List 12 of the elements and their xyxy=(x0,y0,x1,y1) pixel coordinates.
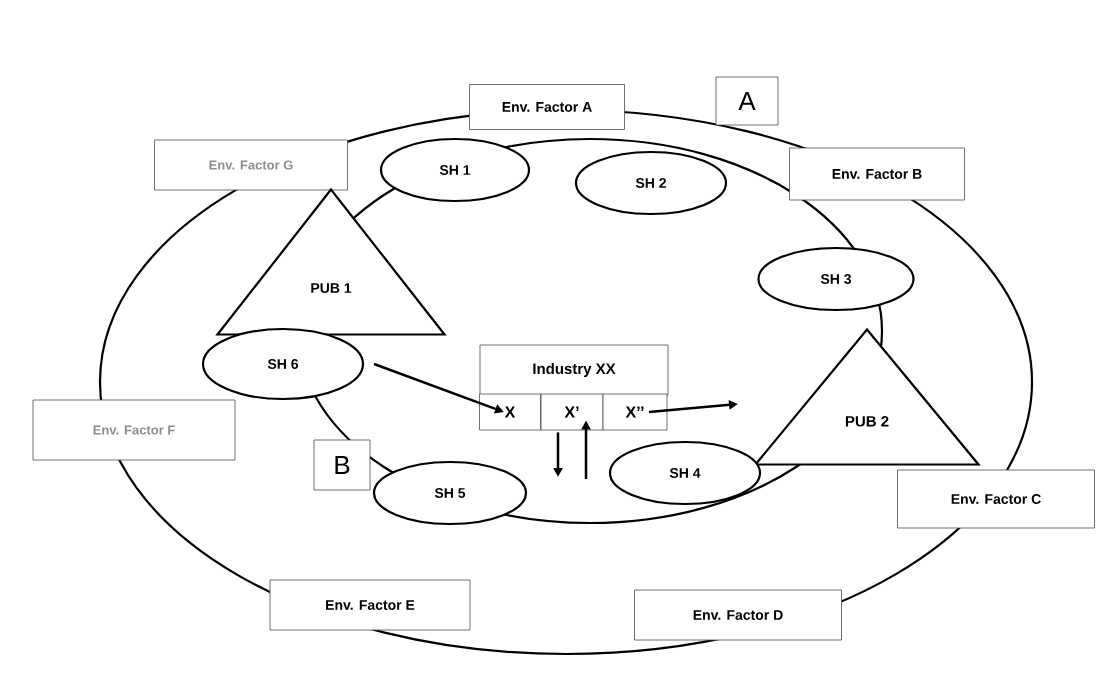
letter-box: B xyxy=(313,439,371,491)
text-box: Env. Factor B xyxy=(789,147,965,201)
text-box: Env. Factor A xyxy=(469,84,625,130)
text-box: Env. Factor E xyxy=(269,579,471,631)
text-box: X’’ xyxy=(602,393,668,431)
text-box: X’ xyxy=(540,393,604,431)
letter-box: A xyxy=(715,76,779,126)
text-box: Env. Factor G xyxy=(154,139,348,191)
text-box: Env. Factor D xyxy=(634,589,842,641)
text-box: X xyxy=(479,393,541,431)
text-box: Env. Factor F xyxy=(32,399,236,461)
text-box: Env. Factor C xyxy=(897,469,1095,529)
